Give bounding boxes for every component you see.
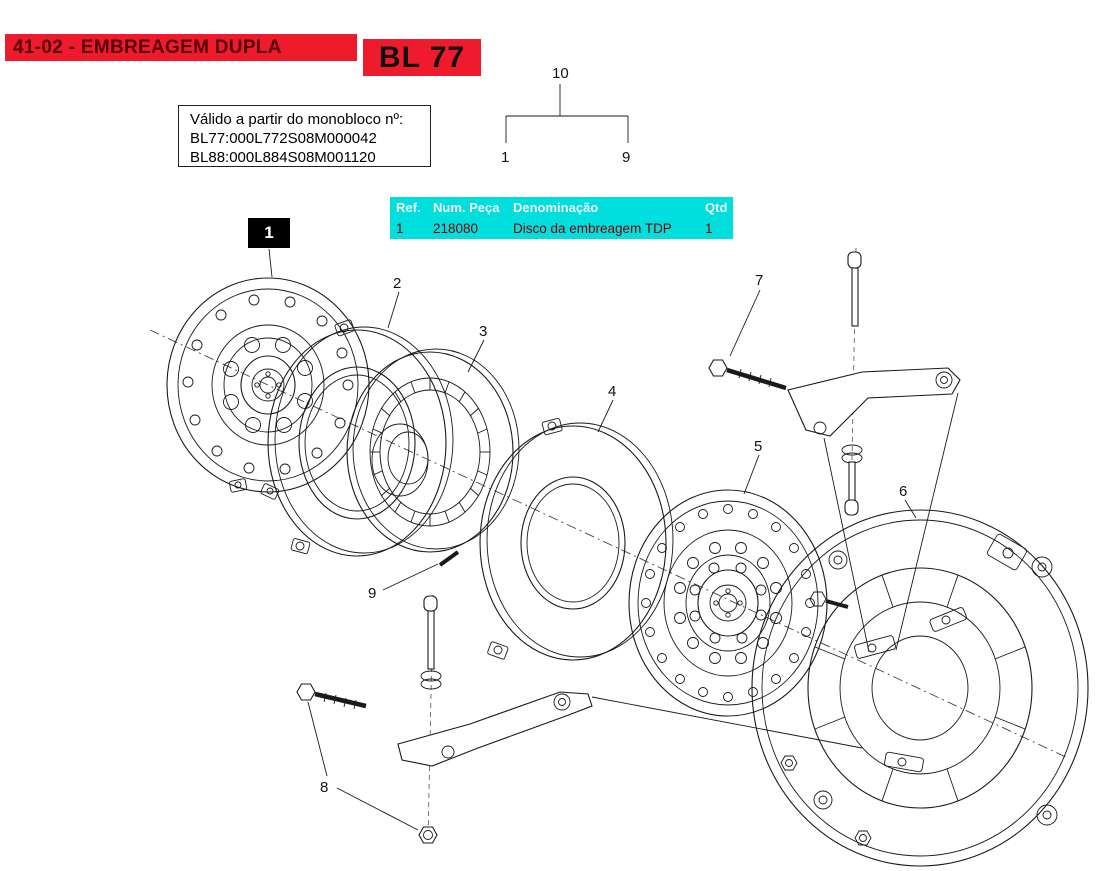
model-badge: BL 77: [363, 39, 481, 76]
validity-line-3: BL88:000L884S08M001120: [190, 148, 376, 166]
col-description: Denominação: [513, 200, 599, 215]
part-2-pressure-plate: [267, 319, 454, 557]
selected-ref-label: 1: [264, 223, 274, 242]
parts-table-header: Ref. Num. Peça Denominação Qtd: [390, 197, 733, 218]
part-3-intermediate-plate: [346, 348, 520, 553]
callout-8[interactable]: 8: [320, 779, 328, 796]
callout-4[interactable]: 4: [608, 383, 616, 400]
cell-ref: 1: [396, 221, 404, 236]
selected-ref-callout[interactable]: 1: [248, 218, 290, 248]
table-row[interactable]: 1 218080 Disco da embreagem TDP 1: [390, 218, 733, 239]
part-7-release-lever-assembly: [708, 247, 961, 653]
leader-ref-1: [268, 248, 273, 278]
part-6-clutch-cover: [751, 509, 1089, 867]
part-4-pressure-ring: [479, 417, 674, 661]
callout-9-bracket[interactable]: 9: [622, 149, 630, 166]
validity-line-1: Válido a partir do monobloco nº:: [190, 111, 404, 128]
callout-7[interactable]: 7: [755, 272, 763, 289]
model-label: BL 77: [378, 40, 466, 74]
col-qty: Qtd: [705, 200, 728, 215]
callout-9[interactable]: 9: [368, 585, 376, 602]
cell-description: Disco da embreagem TDP: [513, 221, 672, 236]
section-banner: 41-02 - EMBREAGEM DUPLA: [5, 34, 357, 61]
callout-labels: 2 3 4 5 6 7 8 9: [320, 272, 917, 796]
section-title: 41-02 - EMBREAGEM DUPLA: [13, 36, 282, 58]
validity-line-2: BL77:000L772S08M000042: [190, 129, 377, 147]
col-ref: Ref.: [396, 200, 421, 215]
callout-6[interactable]: 6: [899, 483, 907, 500]
validity-note: Válido a partir do monobloco nº: BL77:00…: [178, 105, 431, 167]
cell-qty: 1: [705, 221, 713, 236]
callout-bracket-10: 10 1 9: [501, 65, 630, 166]
part-1-pto-clutch-disc: [166, 277, 370, 500]
col-part-number: Num. Peça: [433, 200, 500, 215]
parts-table: Ref. Num. Peça Denominação Qtd 1 218080 …: [390, 197, 733, 239]
part-8-release-lever-assembly: [296, 594, 863, 844]
callout-10[interactable]: 10: [552, 65, 569, 82]
callout-1-bracket[interactable]: 1: [501, 149, 509, 166]
centerline: [149, 329, 1069, 759]
cell-part-number: 218080: [433, 221, 479, 236]
callout-5[interactable]: 5: [754, 438, 762, 455]
part-9-pin: [382, 550, 460, 591]
callout-3[interactable]: 3: [479, 323, 487, 340]
callout-2[interactable]: 2: [393, 275, 401, 292]
